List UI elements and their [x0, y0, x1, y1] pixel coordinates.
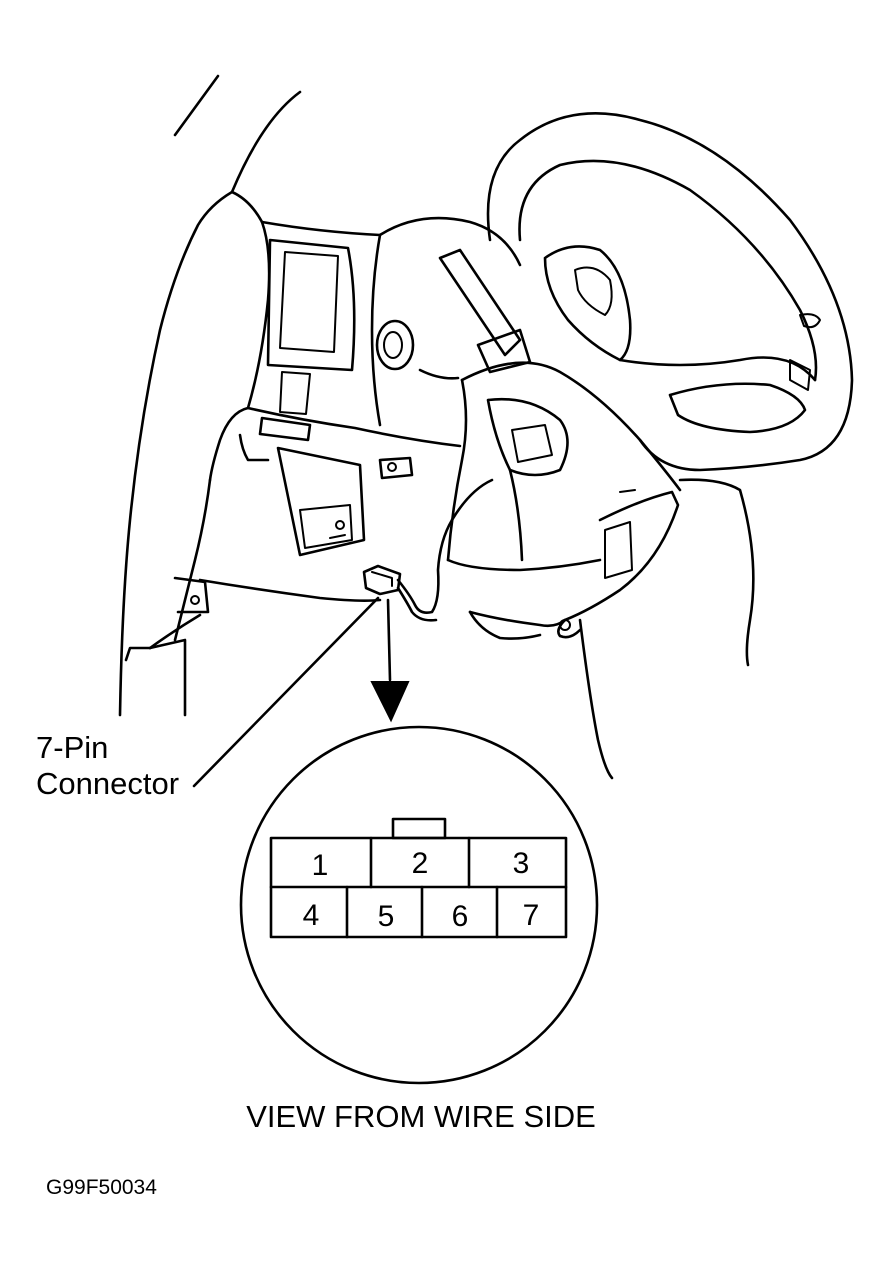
callout-line-1: 7-Pin — [36, 730, 108, 765]
pin-1-label: 1 — [312, 849, 329, 882]
connector-callout-label: 7-Pin Connector — [36, 730, 179, 801]
connector-detail-view: 1 2 3 4 5 6 7 — [239, 725, 599, 1085]
callout-leader-line — [192, 596, 380, 788]
pin-3-label: 3 — [513, 847, 530, 880]
detail-arrow — [370, 598, 410, 723]
callout-line-2: Connector — [36, 766, 179, 801]
pin-6-label: 6 — [452, 900, 469, 933]
figure-id: G99F50034 — [46, 1176, 157, 1199]
pin-7-label: 7 — [523, 899, 540, 932]
pin-2-label: 2 — [412, 847, 429, 880]
detail-circle — [239, 725, 599, 1085]
connector-lock-tab — [391, 817, 447, 840]
pin-4-label: 4 — [303, 899, 320, 932]
view-caption: VIEW FROM WIRE SIDE — [246, 1099, 596, 1134]
pin-5-label: 5 — [378, 900, 395, 933]
dashboard-illustration — [118, 74, 854, 780]
